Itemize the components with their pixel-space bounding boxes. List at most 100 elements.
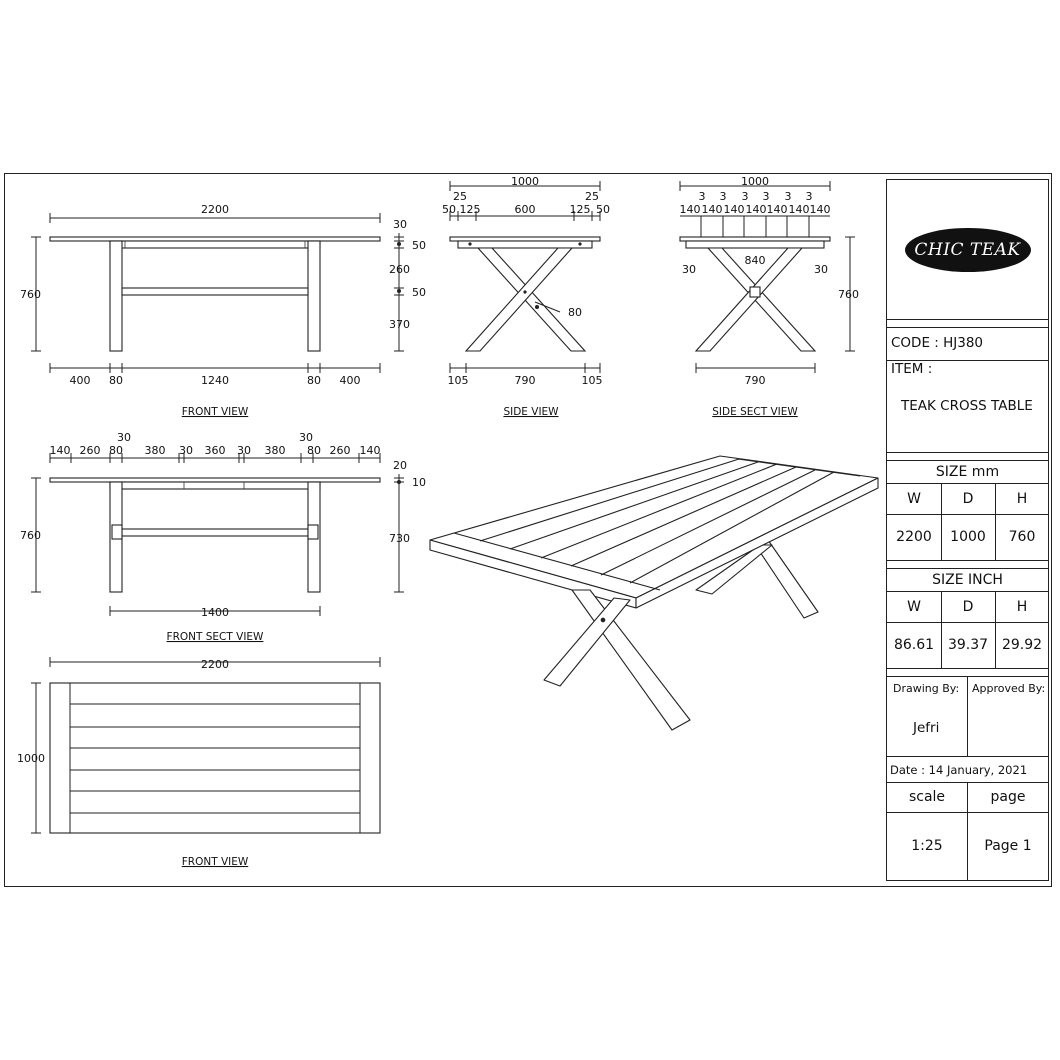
scale-value: 1:25 xyxy=(911,838,943,854)
approved-by-label: Approved By: xyxy=(972,682,1046,695)
dim-lower: 370 xyxy=(389,318,410,331)
x-leg-a xyxy=(706,247,817,352)
dim-gap: 3 xyxy=(742,190,749,203)
mm-d: 1000 xyxy=(950,529,986,545)
dim-seg: 80 xyxy=(307,444,321,457)
dim-width: 1000 xyxy=(511,175,539,188)
plan-view-label: FRONT VIEW xyxy=(182,856,249,868)
header-h: H xyxy=(1016,490,1028,507)
sect-apron xyxy=(109,481,321,490)
dim-d: 125 xyxy=(570,203,591,216)
dim-b: 125 xyxy=(460,203,481,216)
divider xyxy=(887,460,1048,461)
dim-inner: 840 xyxy=(745,254,766,267)
dim-foot-r: 105 xyxy=(582,374,603,387)
dim-gap: 3 xyxy=(806,190,813,203)
dim-beam: 80 xyxy=(568,306,582,319)
dim-seg: 140 xyxy=(360,444,381,457)
leg-left xyxy=(109,240,123,352)
dim-seg: 380 xyxy=(265,444,286,457)
dim-c: 600 xyxy=(515,203,536,216)
perspective-view xyxy=(429,455,879,731)
front-view-label: FRONT VIEW xyxy=(182,406,249,418)
dim-gap: 3 xyxy=(699,190,706,203)
stretcher xyxy=(121,528,309,537)
dim-top-l: 30 xyxy=(117,431,131,444)
dim-right: 30 xyxy=(814,263,828,276)
dim-seg: 380 xyxy=(145,444,166,457)
dim-over-l: 400 xyxy=(70,374,91,387)
page-value: Page 1 xyxy=(984,838,1032,854)
item-label: ITEM : xyxy=(891,361,933,377)
dim-span: 790 xyxy=(515,374,536,387)
dim-gap: 3 xyxy=(720,190,727,203)
sect-top xyxy=(49,477,381,483)
dim-seg: 30 xyxy=(237,444,251,457)
mm-h: 760 xyxy=(1008,529,1036,545)
page-label: page xyxy=(990,789,1026,805)
dim-t-l: 25 xyxy=(453,190,467,203)
drawing-date: Date : 14 January, 2021 xyxy=(890,763,1028,777)
dim-length: 2200 xyxy=(201,658,229,671)
dim-t-r: 25 xyxy=(585,190,599,203)
apron xyxy=(109,240,321,249)
item-name: TEAK CROSS TABLE xyxy=(901,398,1033,414)
dim-slat: 140 xyxy=(789,203,810,216)
title-block: CHIC TEAK CODE : HJ380 ITEM : TEAK CROSS… xyxy=(886,179,1049,881)
dim-slat: 140 xyxy=(767,203,788,216)
x-leg-b xyxy=(464,247,574,352)
logo-text: CHIC TEAK xyxy=(914,239,1021,260)
inch-w: 86.61 xyxy=(893,637,935,653)
dim-sub: 10 xyxy=(412,476,426,489)
inch-h: 29.92 xyxy=(1001,637,1043,653)
dim-height: 760 xyxy=(838,288,859,301)
header-d: D xyxy=(962,490,974,507)
logo-area: CHIC TEAK xyxy=(887,180,1048,320)
side-view: 1000 25 25 50 125 600 125 50 80 105 790 xyxy=(442,175,610,418)
dim-slat: 140 xyxy=(702,203,723,216)
header-w: W xyxy=(907,598,921,615)
dim-slat: 140 xyxy=(746,203,767,216)
dim-seg: 30 xyxy=(179,444,193,457)
dim-leg: 730 xyxy=(389,532,410,545)
front-sect-view-label: FRONT SECT VIEW xyxy=(167,631,265,643)
dim-seg: 140 xyxy=(50,444,71,457)
dim-height: 760 xyxy=(20,529,41,542)
header-d: D xyxy=(962,598,974,615)
sect-apron xyxy=(685,240,825,249)
dim-slat: 140 xyxy=(680,203,701,216)
dim-top: 20 xyxy=(393,459,407,472)
dim-top-r: 30 xyxy=(299,431,313,444)
dim-stretcher: 50 xyxy=(412,286,426,299)
plan-view: 2200 1000 FRONT VIEW xyxy=(17,657,381,868)
mm-w: 2200 xyxy=(896,529,932,545)
side-sect-view: 1000 3 3 3 3 3 3 140 140 140 140 140 140… xyxy=(679,175,859,418)
dim-foot-l: 105 xyxy=(448,374,469,387)
joint-left xyxy=(111,524,123,540)
dim-seg: 260 xyxy=(80,444,101,457)
sect-top xyxy=(679,236,831,242)
tabletop xyxy=(429,455,879,599)
drawing-by-label: Drawing By: xyxy=(893,682,960,695)
leg-right xyxy=(307,240,321,352)
side-top xyxy=(449,236,601,242)
scale-label: scale xyxy=(908,789,946,805)
dim-seg: 80 xyxy=(109,444,123,457)
chic-teak-logo: CHIC TEAK xyxy=(904,227,1031,272)
dim-slat: 140 xyxy=(724,203,745,216)
product-code: CODE : HJ380 xyxy=(891,335,984,351)
divider xyxy=(887,327,1048,328)
front-sect-view: 30 30 140 260 80 380 30 360 30 380 80 26… xyxy=(20,431,426,643)
rear-leg-b xyxy=(695,544,773,595)
dim-apron: 50 xyxy=(412,239,426,252)
dim-gap: 3 xyxy=(785,190,792,203)
dim-e: 50 xyxy=(596,203,610,216)
dim-width: 1000 xyxy=(741,175,769,188)
drawing-sheet-border xyxy=(4,173,1052,887)
plan-outline xyxy=(49,682,381,834)
size-inch-title: SIZE INCH xyxy=(932,572,1003,588)
dim-inner: 1400 xyxy=(201,606,229,619)
dim-span: 790 xyxy=(745,374,766,387)
stretcher xyxy=(121,287,309,296)
dim-top-thk: 30 xyxy=(393,218,407,231)
